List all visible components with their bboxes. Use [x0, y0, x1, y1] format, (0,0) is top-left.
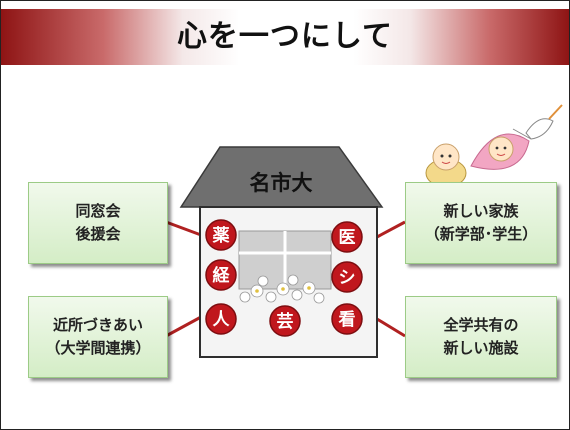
box-alumni-supporters: 同窓会 後援会: [28, 182, 168, 264]
connector-top-left: [165, 220, 202, 237]
box-new-family-line2: （新学部･学生）: [424, 225, 538, 243]
slide-title: 心を一つにして: [176, 19, 394, 54]
badge-kei-label: 経: [213, 265, 231, 286]
connector-bottom-right: [376, 317, 406, 338]
badge-i-label: 医: [339, 228, 356, 248]
box-new-family: 新しい家族 （新学部･学生）: [405, 182, 557, 264]
title-bar: [1, 9, 569, 65]
badge-kei: 経: [205, 259, 237, 291]
box-shared-facility-line1: 全学共有の: [443, 316, 519, 334]
connector-bottom-left: [165, 315, 202, 338]
box-shared-facility-line2: 新しい施設: [443, 339, 519, 357]
badge-shi-label: シ: [339, 268, 356, 288]
baby-icon: [425, 143, 467, 188]
badge-kan: 看: [331, 303, 363, 335]
box-new-family-line1: 新しい家族: [443, 202, 519, 220]
badge-shi: シ: [331, 261, 363, 293]
flower-icon: [239, 274, 325, 304]
badge-yaku: 薬: [205, 219, 237, 251]
stork-icon: [470, 104, 563, 170]
badge-gei: 芸: [269, 305, 301, 337]
badge-i: 医: [331, 221, 363, 253]
badge-gei-label: 芸: [277, 311, 294, 332]
box-neighborhood-line2: （大学間連携）: [45, 339, 151, 357]
box-alumni-line2: 後援会: [75, 225, 121, 243]
house-window: [238, 230, 332, 290]
badge-yaku-label: 薬: [213, 226, 230, 246]
badge-kan-label: 看: [338, 309, 356, 330]
box-neighborhood-line1: 近所づきあい: [52, 316, 143, 334]
badge-jin-label: 人: [213, 310, 231, 330]
box-alumni-line1: 同窓会: [75, 202, 121, 220]
badge-jin: 人: [205, 303, 237, 335]
house-label: 名市大: [250, 171, 313, 195]
box-neighborhood: 近所づきあい （大学間連携）: [28, 296, 168, 378]
connector-top-right: [376, 220, 406, 239]
box-shared-facility: 全学共有の 新しい施設: [405, 296, 557, 378]
